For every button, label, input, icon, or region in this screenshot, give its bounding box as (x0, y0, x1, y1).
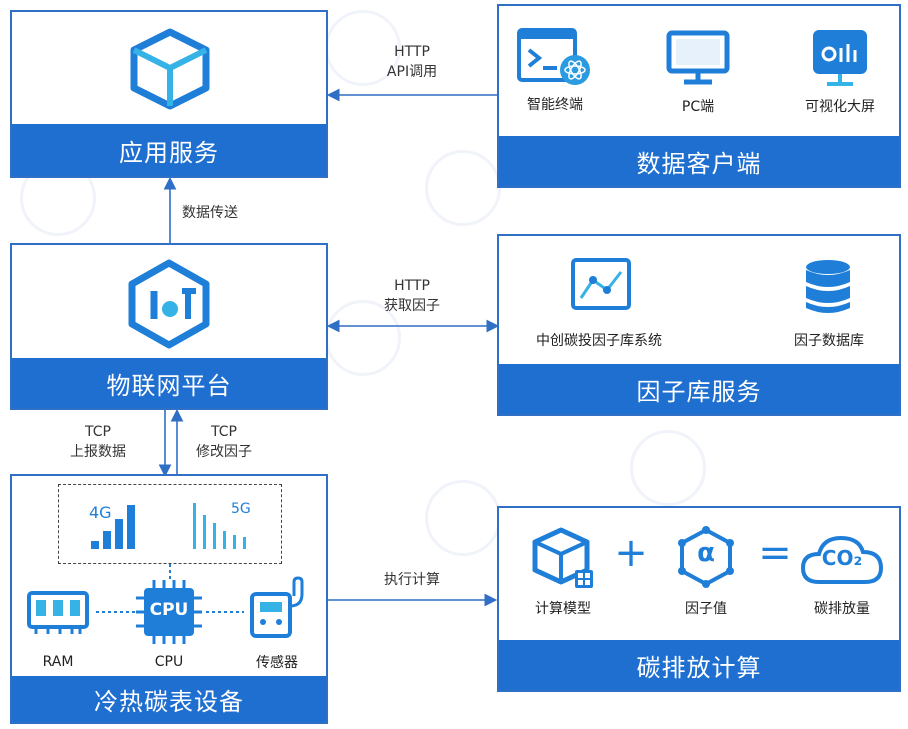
watermark (630, 430, 706, 506)
database-icon (806, 260, 850, 313)
app-service-title: 应用服务 (12, 124, 326, 176)
calc-model-icon (532, 527, 593, 588)
watermark (425, 150, 501, 226)
edge-label-exec-calc: 执行计算 (384, 572, 440, 588)
plus-sign: + (614, 530, 648, 576)
dotted-link-vertical (169, 564, 171, 580)
carbon-calc-panel: 计算模型 + α 因子值 = CO₂ 碳排放量 碳排放计算 (497, 506, 901, 692)
carbon-calc-title: 碳排放计算 (499, 640, 899, 690)
5g-label: 5G (231, 501, 251, 517)
edge-label-http-api: HTTP API调用 (386, 44, 438, 80)
device-panel: 4G 5G RAM CPU CPU (10, 474, 328, 724)
client-item-label: 智能终端 (527, 97, 583, 113)
factor-item-label: 中创碳投因子库系统 (536, 333, 662, 349)
factor-item-label: 因子数据库 (794, 333, 864, 349)
device-title: 冷热碳表设备 (12, 676, 326, 722)
edge-label-tcp-report: TCP 上报数据 (70, 424, 126, 460)
edge-label-http-factor: HTTP 获取因子 (384, 278, 440, 314)
cube-icon (130, 28, 210, 110)
terminal-icon (517, 28, 590, 85)
cpu-icon (136, 580, 202, 644)
app-service-panel: 应用服务 (10, 10, 328, 178)
equals-sign: = (758, 530, 792, 576)
device-item-label: RAM (42, 654, 74, 670)
dotted-link (96, 611, 138, 613)
5g-signal-icon (193, 503, 246, 549)
factor-value-icon (678, 526, 734, 588)
alpha-symbol: α (697, 538, 715, 568)
data-client-title: 数据客户端 (499, 136, 899, 186)
network-box: 4G 5G (58, 484, 282, 564)
device-item-label: 传感器 (256, 655, 298, 671)
calc-item-label: 碳排放量 (814, 601, 870, 617)
cpu-chip-text: CPU (149, 600, 189, 620)
client-item-label: PC端 (681, 99, 715, 115)
4g-label: 4G (89, 503, 112, 522)
dotted-link (206, 611, 244, 613)
big-screen-icon (813, 30, 867, 86)
client-item-label: 可视化大屏 (805, 99, 875, 115)
factor-system-icon (571, 258, 631, 310)
ram-icon (27, 591, 89, 634)
edge-label-data-transfer: 数据传送 (182, 205, 238, 221)
co2-text: CO₂ (821, 546, 863, 570)
device-item-label: CPU (154, 654, 184, 670)
factor-service-panel: 中创碳投因子库系统 因子数据库 因子库服务 (497, 234, 901, 416)
iot-icon (128, 259, 210, 349)
iot-platform-panel: 物联网平台 (10, 243, 328, 410)
monitor-icon (666, 30, 730, 85)
calc-item-label: 计算模型 (535, 601, 591, 617)
factor-service-title: 因子库服务 (499, 364, 899, 414)
data-client-panel: 智能终端 PC端 可视化大屏 数据客户端 (497, 4, 901, 188)
4g-signal-icon (91, 505, 135, 549)
sensor-icon (250, 576, 304, 638)
calc-item-label: 因子值 (685, 601, 727, 617)
edge-label-tcp-modify: TCP 修改因子 (196, 424, 252, 460)
cloud-icon (800, 535, 884, 584)
iot-platform-title: 物联网平台 (12, 358, 326, 408)
